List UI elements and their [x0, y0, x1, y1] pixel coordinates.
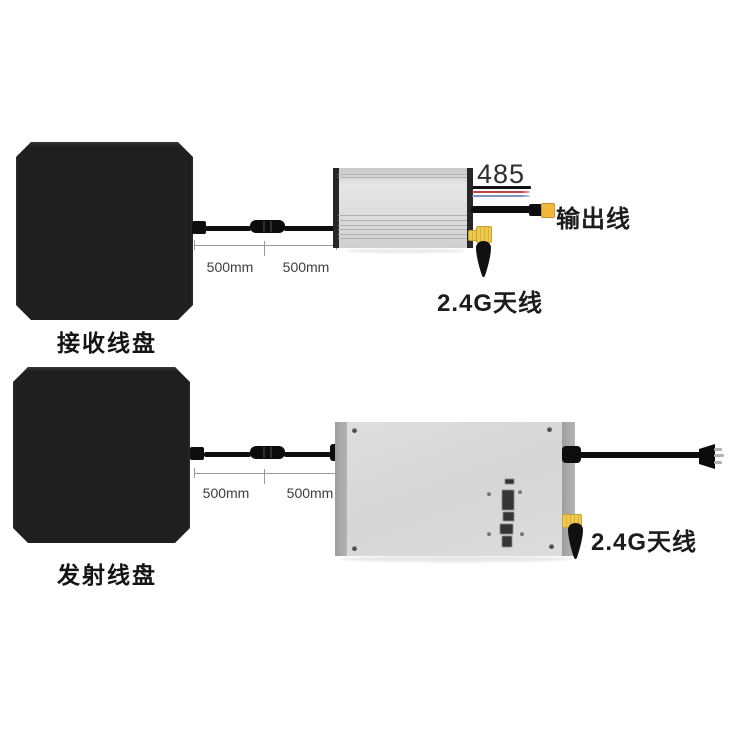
- screw-icon: [487, 492, 491, 496]
- rs485-wire-red: [472, 191, 530, 193]
- plug-prong-icon: [714, 448, 722, 451]
- plug-prong-icon: [714, 454, 724, 457]
- receiver-box-body: [338, 168, 467, 248]
- transmitter-dimension-line: [194, 473, 346, 474]
- box-print-mark: [502, 490, 514, 510]
- transmitter-cable-pad-plug: [190, 447, 204, 460]
- receiver-antenna-label: 2.4G天线: [437, 290, 544, 317]
- transmitter-antenna-label: 2.4G天线: [591, 529, 698, 556]
- box-ridge: [338, 234, 467, 235]
- screw-icon: [549, 544, 554, 549]
- receiver-controller-box: [333, 168, 473, 248]
- receiver-cable-segment-2: [284, 226, 338, 231]
- receiver-dim-label-right: 500mm: [282, 259, 330, 275]
- plug-prong-icon: [714, 461, 722, 464]
- dim-tick: [264, 241, 265, 256]
- screw-icon: [352, 428, 357, 433]
- receiver-pad-label: 接收线盘: [57, 330, 157, 356]
- output-cable-connector: [529, 204, 542, 216]
- rs485-wire-black: [472, 186, 531, 189]
- box-print-mark: [503, 512, 514, 521]
- screw-icon: [547, 427, 552, 432]
- transmitter-cable-segment-1: [204, 452, 251, 457]
- box-ridge: [338, 177, 467, 178]
- screw-icon: [352, 546, 357, 551]
- transmitter-box-strip-left: [335, 422, 348, 556]
- box-print-mark: [505, 479, 514, 484]
- box-print-mark: [502, 536, 512, 547]
- dim-tick: [264, 469, 265, 484]
- receiver-dimension-line: [194, 245, 337, 246]
- output-cable: [471, 206, 532, 213]
- receiver-coil-pad: [16, 142, 193, 320]
- rs485-wire-blue: [472, 195, 530, 197]
- receiver-box-endplate-left: [333, 168, 339, 248]
- output-cable-label: 输出线: [556, 206, 631, 233]
- transmitter-box-shadow: [340, 556, 572, 562]
- power-cord: [578, 452, 702, 458]
- box-ridge: [338, 220, 467, 221]
- screw-icon: [518, 490, 522, 494]
- receiver-box-shadow: [345, 249, 465, 253]
- transmitter-coil-pad: [13, 367, 190, 543]
- screw-icon: [520, 532, 524, 536]
- box-ridge: [338, 238, 467, 239]
- transmitter-power-box: [335, 422, 575, 556]
- transmitter-dim-label-left: 500mm: [202, 485, 250, 501]
- transmitter-cable-segment-2: [284, 452, 334, 457]
- transmitter-box-body: [347, 422, 562, 556]
- receiver-cable-pad-plug: [192, 221, 206, 234]
- rs485-label: 485: [477, 159, 526, 189]
- receiver-cable-segment-1: [205, 226, 251, 231]
- screw-icon: [487, 532, 491, 536]
- box-print-mark: [500, 524, 513, 534]
- dim-tick: [194, 468, 195, 478]
- box-ridge: [338, 174, 467, 175]
- receiver-cable-inline-connector: [250, 220, 285, 233]
- box-ridge: [338, 229, 467, 230]
- power-cord-box-grommet: [562, 446, 581, 463]
- transmitter-dim-label-right: 500mm: [286, 485, 334, 501]
- transmitter-cable-inline-connector: [250, 446, 285, 459]
- receiver-antenna-icon: [476, 241, 491, 279]
- box-ridge: [338, 225, 467, 226]
- power-plug: [699, 444, 715, 469]
- receiver-box-endplate-right: [467, 168, 473, 248]
- dim-tick: [194, 240, 195, 250]
- xt60-connector: [541, 203, 555, 218]
- transmitter-pad-label: 发射线盘: [57, 562, 157, 588]
- box-ridge: [338, 215, 467, 216]
- receiver-dim-label-left: 500mm: [206, 259, 254, 275]
- transmitter-antenna-icon: [568, 523, 583, 561]
